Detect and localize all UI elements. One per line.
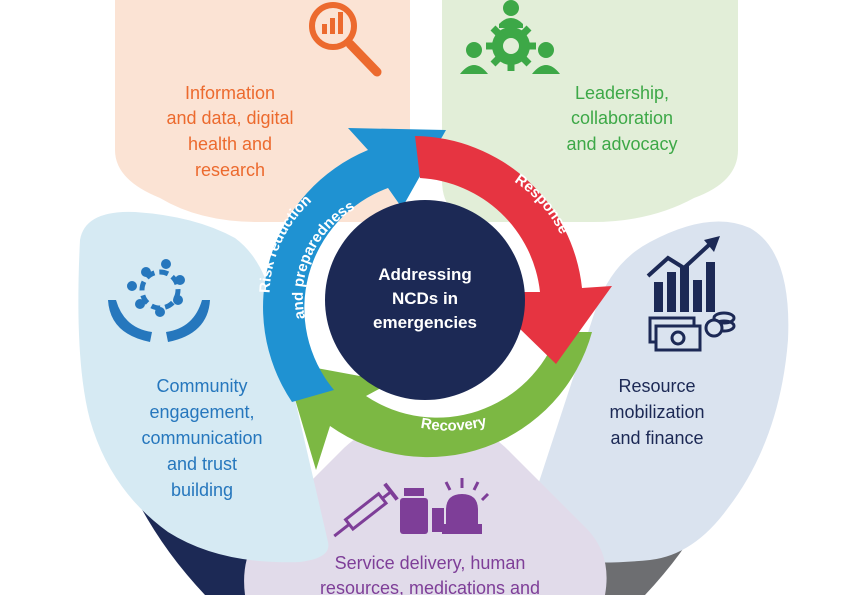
service-label: Service delivery, human resources, medic…	[320, 553, 540, 595]
response-arrow	[415, 136, 612, 364]
svg-text:Addressing: Addressing	[378, 265, 472, 284]
recovery-arrow	[284, 332, 592, 470]
svg-text:and data, digital: and data, digital	[166, 108, 293, 128]
svg-text:NCDs in: NCDs in	[392, 289, 458, 308]
strategic-levers-label: Strategic levers	[780, 96, 850, 281]
information-segment	[115, 0, 410, 222]
people-gear-icon	[460, 0, 560, 74]
resource-label: Resource mobilization and finance	[609, 376, 704, 448]
center-label: Addressing NCDs in emergencies	[373, 265, 477, 332]
svg-text:research: research	[195, 160, 265, 180]
svg-text:Information: Information	[185, 83, 275, 103]
recovery-label: Recovery	[420, 413, 489, 435]
magnifier-chart-icon	[309, 2, 382, 77]
svg-text:health and: health and	[188, 134, 272, 154]
svg-text:emergencies: emergencies	[373, 313, 477, 332]
svg-text:resources, medications and: resources, medications and	[320, 578, 540, 595]
svg-text:Service delivery, human: Service delivery, human	[335, 553, 526, 573]
svg-text:building: building	[171, 480, 233, 500]
svg-text:collaboration: collaboration	[571, 108, 673, 128]
center-disc	[325, 200, 525, 400]
svg-text:Resource: Resource	[618, 376, 695, 396]
resource-segment	[520, 221, 789, 563]
community-label: Community engagement, communication and …	[141, 376, 262, 500]
svg-text:Community: Community	[156, 376, 247, 396]
information-label: Information and data, digital health and…	[166, 83, 293, 180]
svg-text:mobilization: mobilization	[609, 402, 704, 422]
svg-text:and advocacy: and advocacy	[566, 134, 677, 154]
svg-text:engagement,: engagement,	[149, 402, 254, 422]
finance-chart-coins-icon	[646, 236, 736, 352]
svg-text:and finance: and finance	[610, 428, 703, 448]
svg-text:and trust: and trust	[167, 454, 237, 474]
hands-people-circle-icon	[108, 259, 210, 342]
leadership-label: Leadership, collaboration and advocacy	[566, 83, 677, 154]
svg-text:communication: communication	[141, 428, 262, 448]
syringe-medicine-alarm-icon	[333, 478, 490, 538]
risk-reduction-arrow	[263, 128, 446, 402]
svg-text:Leadership,: Leadership,	[575, 83, 669, 103]
